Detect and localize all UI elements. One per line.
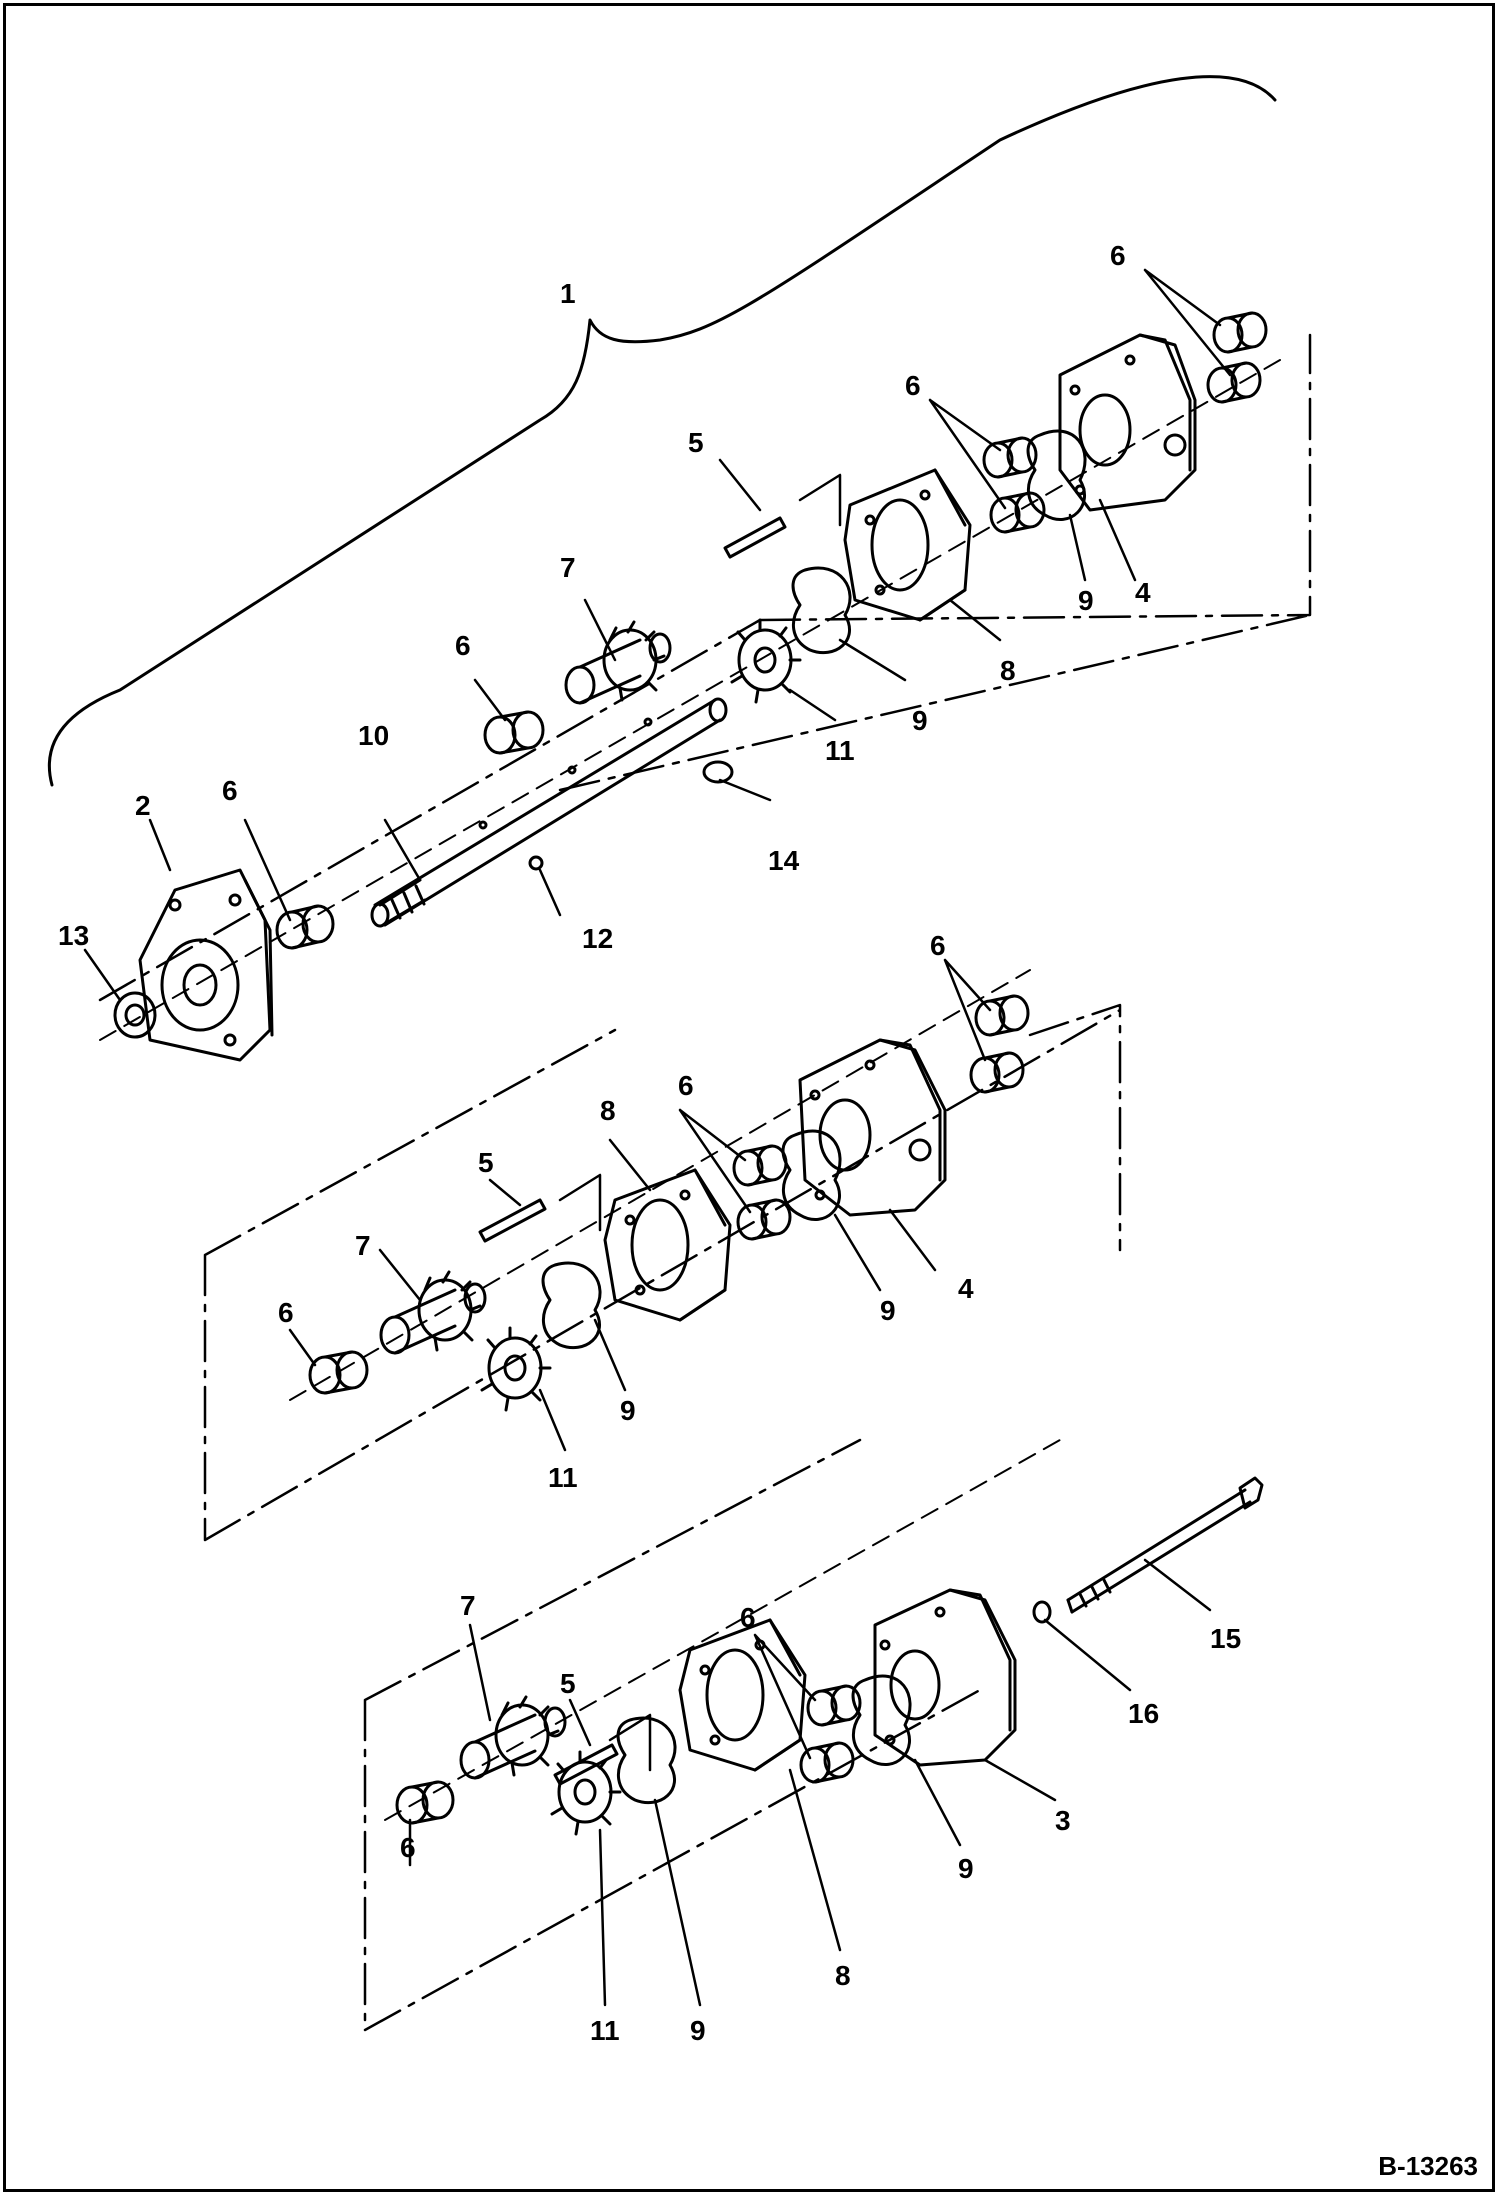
- section-middle: [203, 969, 1122, 1542]
- part-11-driven-gear: [550, 1750, 622, 1836]
- part-16-washer: [1032, 1600, 1052, 1624]
- assembly-brace: [47, 75, 1277, 787]
- part-10-drive-shaft: [370, 697, 728, 928]
- callout-5: 5: [478, 1147, 494, 1178]
- part-13-nut: [113, 991, 157, 1039]
- bracket-line: [798, 473, 842, 527]
- section-top: [98, 311, 1312, 1062]
- part-8-gear-plate: [843, 468, 972, 622]
- callouts: 1 6 6 5 7 6 10 2 6 13 9 4 8 9 11 14 12 6…: [58, 240, 1241, 2046]
- part-15-bolt: [1066, 1476, 1264, 1614]
- callout-8: 8: [835, 1960, 851, 1991]
- callout-11: 11: [590, 2015, 620, 2046]
- callout-5: 5: [688, 427, 704, 458]
- part-4-pump-body: [798, 1038, 947, 1217]
- leader-lines: [83, 268, 1232, 2007]
- bracket-line: [608, 1713, 652, 1772]
- part-6-bushing-pair: [1206, 311, 1268, 404]
- callout-12: 12: [582, 923, 613, 954]
- callout-6: 6: [222, 775, 238, 806]
- part-6-bushing-pair: [799, 1684, 862, 1784]
- callout-7: 7: [460, 1590, 476, 1621]
- callout-9: 9: [958, 1853, 974, 1884]
- part-12-ball: [528, 855, 544, 871]
- callout-11: 11: [825, 735, 855, 766]
- part-9-seal: [781, 1129, 842, 1222]
- callout-9: 9: [690, 2015, 706, 2046]
- part-3-end-cover: [873, 1588, 1017, 1767]
- part-7-drive-gear: [564, 620, 672, 705]
- figure-id: B-13263: [1378, 2151, 1478, 2181]
- part-11-driven-gear: [480, 1326, 552, 1412]
- part-6-bushing-pair: [732, 1144, 792, 1241]
- callout-3: 3: [1055, 1805, 1071, 1836]
- callout-14: 14: [768, 845, 800, 876]
- callout-15: 15: [1210, 1623, 1241, 1654]
- callout-7: 7: [560, 552, 576, 583]
- callout-8: 8: [1000, 655, 1016, 686]
- part-6-bushing: [308, 1350, 369, 1395]
- callout-6: 6: [400, 1832, 416, 1863]
- callout-11: 11: [548, 1462, 578, 1493]
- part-5-dowel-pin: [723, 516, 787, 559]
- part-4-pump-body: [1058, 333, 1197, 512]
- part-8-gear-plate: [603, 1168, 732, 1322]
- part-8-gear-plate: [678, 1618, 807, 1772]
- callout-4: 4: [958, 1273, 974, 1304]
- callout-9: 9: [880, 1295, 896, 1326]
- callout-8: 8: [600, 1095, 616, 1126]
- part-9-seal: [541, 1261, 602, 1350]
- callout-6: 6: [740, 1602, 756, 1633]
- callout-2: 2: [135, 790, 151, 821]
- part-6-bushing-pair: [969, 994, 1030, 1094]
- part-9-seal: [791, 566, 852, 655]
- envelope-line: [363, 1438, 982, 2032]
- callout-1: 1: [560, 278, 576, 309]
- part-6-bushing: [483, 710, 545, 755]
- bracket-line: [558, 1173, 602, 1232]
- callout-6: 6: [930, 930, 946, 961]
- envelope-line: [203, 1003, 1122, 1542]
- callout-10: 10: [358, 720, 389, 751]
- part-6-bushing-pair: [982, 436, 1046, 534]
- callout-7: 7: [355, 1230, 371, 1261]
- callout-6: 6: [455, 630, 471, 661]
- axis-line: [289, 969, 1031, 1401]
- callout-6: 6: [905, 370, 921, 401]
- callout-6: 6: [678, 1070, 694, 1101]
- callout-6: 6: [278, 1297, 294, 1328]
- part-7-drive-gear: [459, 1695, 567, 1780]
- part-5-dowel-pin: [553, 1743, 619, 1786]
- callout-9: 9: [912, 705, 928, 736]
- callout-16: 16: [1128, 1698, 1159, 1729]
- part-6-bushing: [395, 1780, 455, 1825]
- part-5-dowel-pin: [478, 1198, 547, 1243]
- part-2-front-cover: [138, 868, 274, 1062]
- part-14-key: [702, 760, 734, 784]
- callout-5: 5: [560, 1668, 576, 1699]
- callout-9: 9: [620, 1395, 636, 1426]
- part-11-driven-gear: [730, 618, 802, 704]
- part-6-bushing: [275, 904, 335, 950]
- section-bottom: [363, 1438, 1264, 2032]
- page-border: [3, 3, 1495, 2192]
- axis-line: [384, 1439, 1061, 1821]
- callout-13: 13: [58, 920, 89, 951]
- part-7-drive-gear: [379, 1270, 487, 1355]
- part-9-seal: [851, 1674, 912, 1767]
- callout-6: 6: [1110, 240, 1126, 271]
- callout-9: 9: [1078, 585, 1094, 616]
- callout-4: 4: [1135, 577, 1151, 608]
- part-9-seal: [616, 1716, 677, 1805]
- part-9-seal: [1026, 429, 1087, 522]
